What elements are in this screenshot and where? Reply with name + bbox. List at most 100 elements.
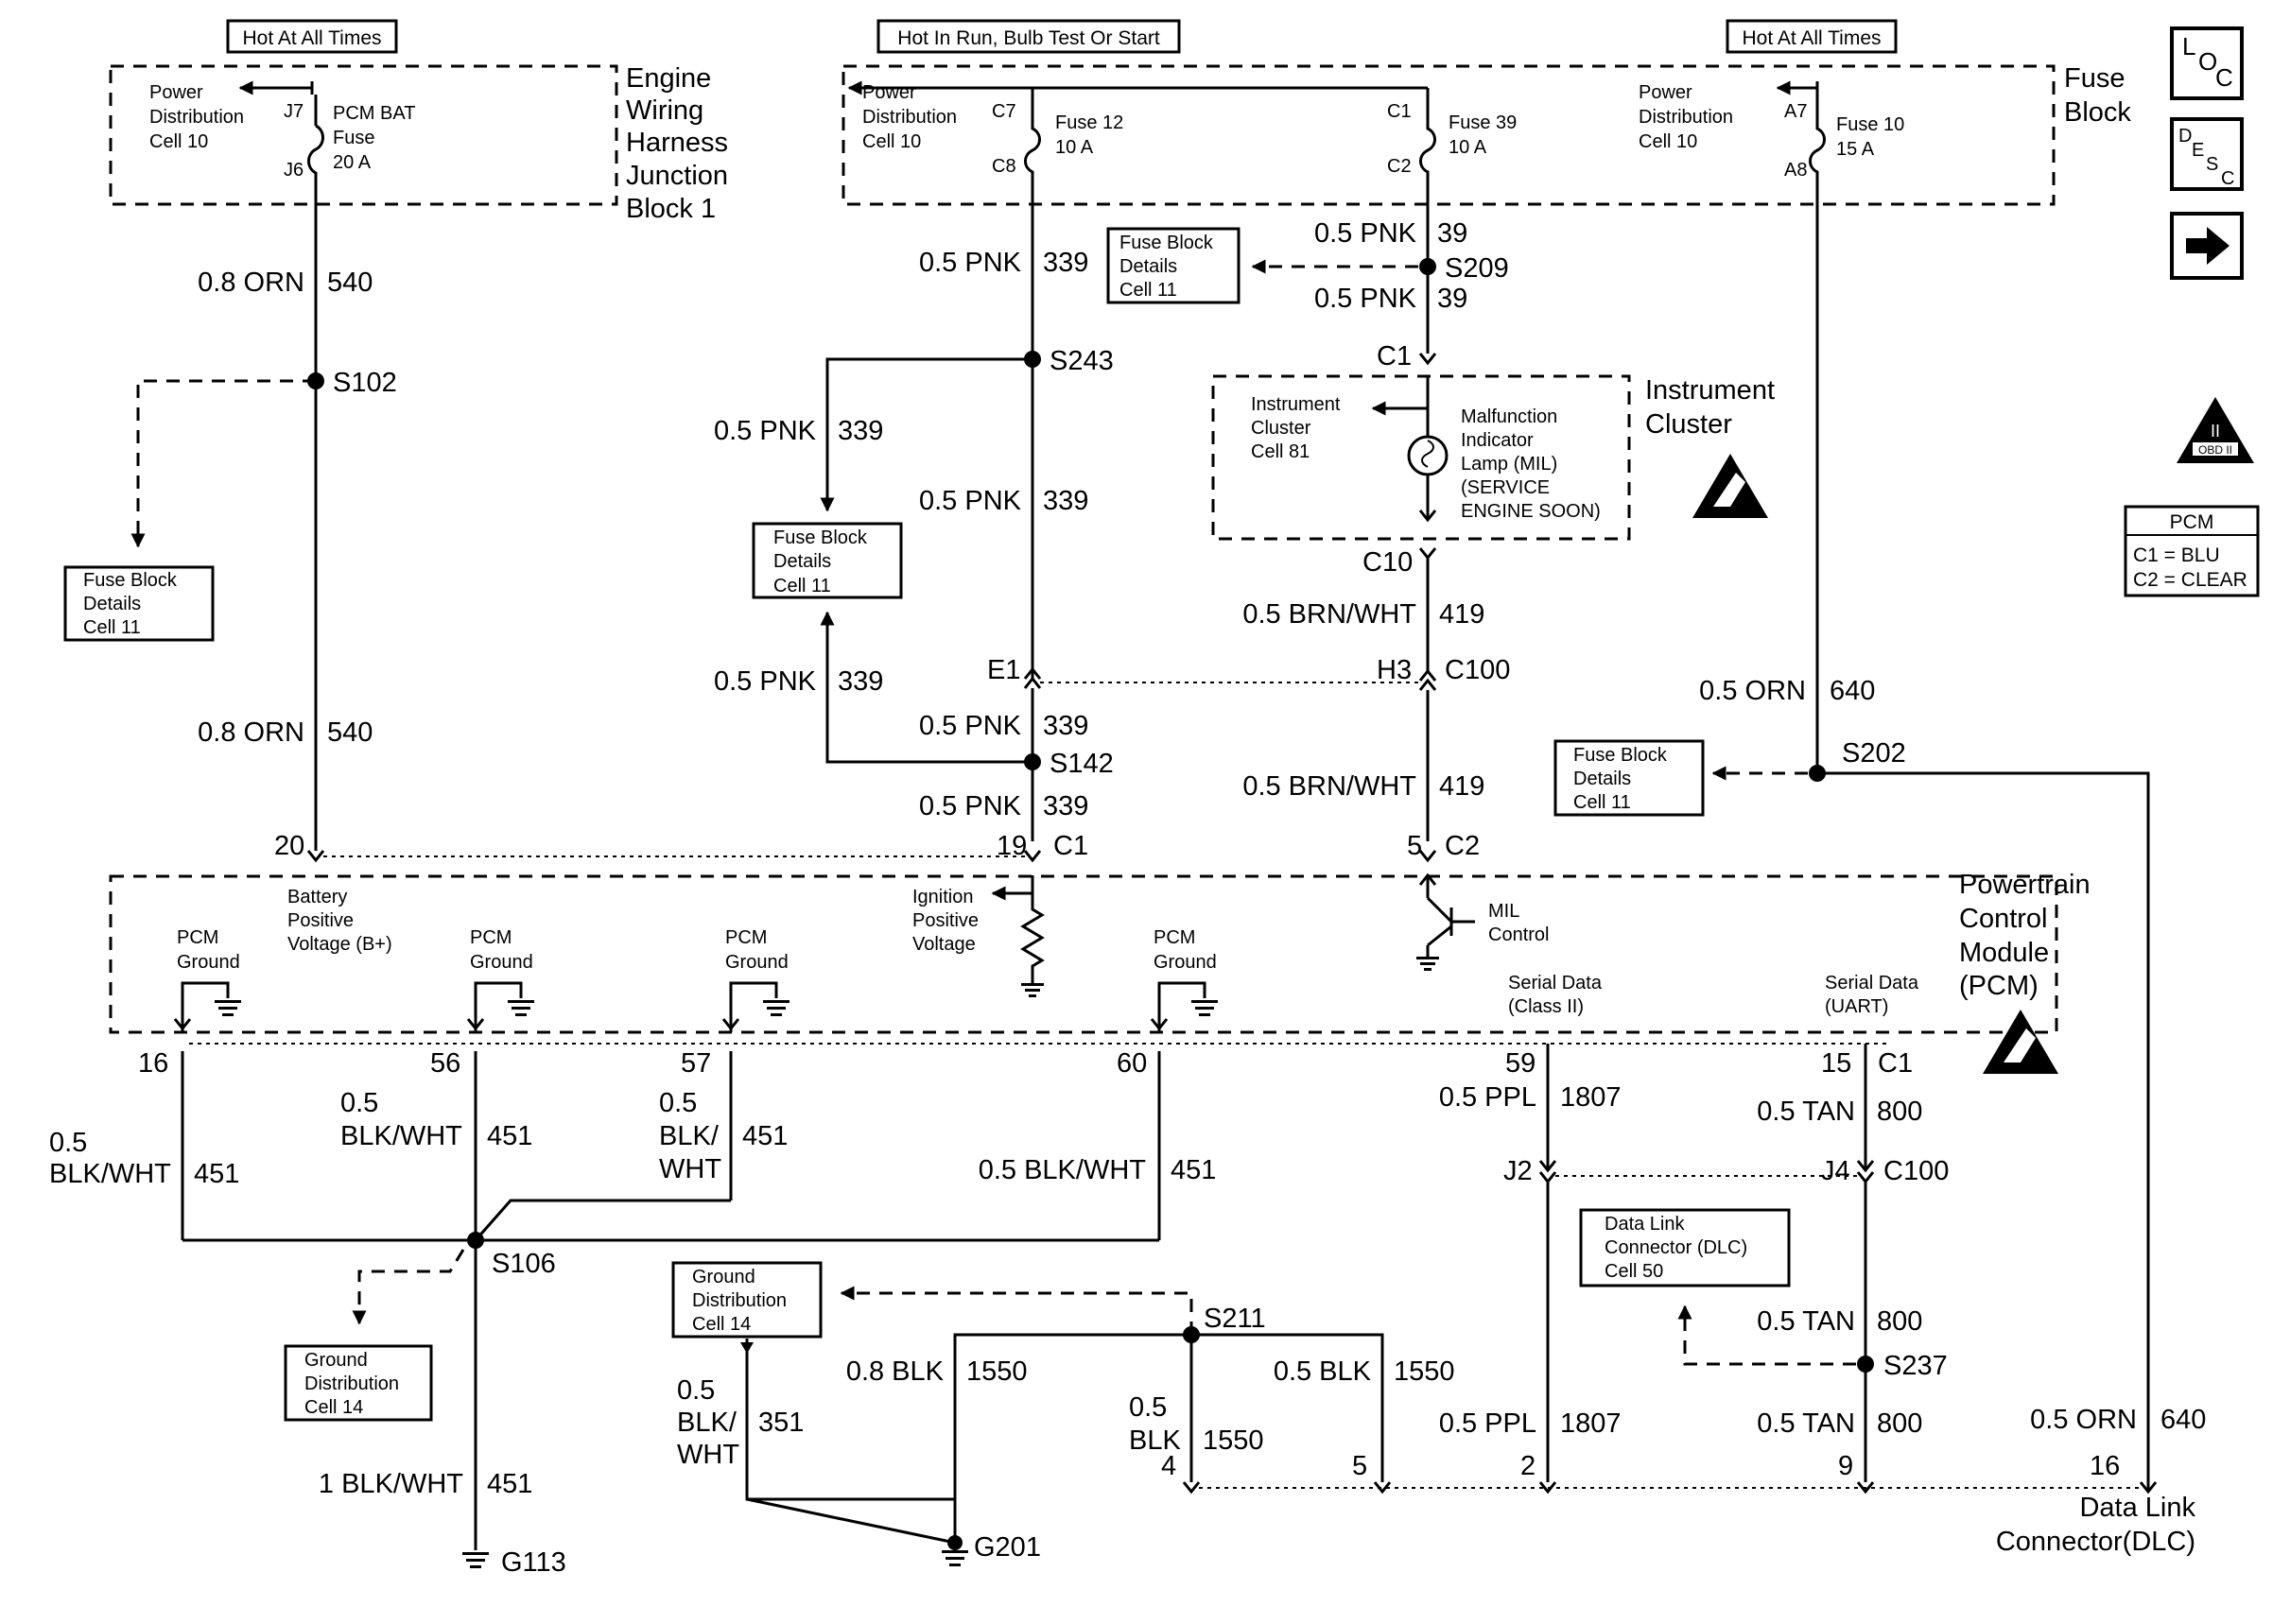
svg-text:Fuse Block: Fuse Block bbox=[1573, 745, 1668, 766]
svg-text:A7: A7 bbox=[1784, 101, 1807, 122]
svg-text:339: 339 bbox=[1043, 711, 1088, 741]
svg-text:Cell 10: Cell 10 bbox=[1639, 131, 1697, 152]
svg-text:0.5 PNK: 0.5 PNK bbox=[1314, 218, 1417, 249]
fuse-block-details-ref-right[interactable]: Fuse Block Details Cell 11 bbox=[1553, 739, 1705, 817]
wire-339-c-label: 0.5 PNK 339 bbox=[919, 486, 1088, 516]
svg-text:15 A: 15 A bbox=[1836, 139, 1875, 160]
svg-text:339: 339 bbox=[838, 666, 883, 697]
wire-451-g113-label: 1 BLK/WHT 451 bbox=[319, 1469, 532, 1499]
svg-text:Hot At All Times: Hot At All Times bbox=[242, 27, 381, 49]
dlc-cell-50-ref[interactable]: Data Link Connector (DLC) Cell 50 bbox=[1579, 1208, 1791, 1287]
loc-button[interactable]: L O C bbox=[2170, 26, 2244, 100]
wire-339-a-label: 0.5 PNK 339 bbox=[919, 248, 1088, 278]
svg-text:0.5 BLK/WHT: 0.5 BLK/WHT bbox=[979, 1155, 1147, 1185]
svg-text:0.5 PNK: 0.5 PNK bbox=[919, 248, 1022, 278]
svg-text:5: 5 bbox=[1352, 1451, 1367, 1481]
svg-text:WHT: WHT bbox=[677, 1440, 739, 1470]
svg-text:Connector(DLC): Connector(DLC) bbox=[1996, 1527, 2195, 1557]
desc-button[interactable]: D E S C bbox=[2170, 117, 2244, 191]
connector-j4: J4 bbox=[1821, 1156, 1850, 1186]
pcm-pin-20: 20 bbox=[274, 831, 304, 861]
svg-text:S243: S243 bbox=[1050, 346, 1114, 376]
svg-text:Ground: Ground bbox=[304, 1350, 368, 1371]
svg-text:Fuse Block: Fuse Block bbox=[1119, 233, 1214, 253]
svg-text:PCM BAT: PCM BAT bbox=[333, 103, 415, 124]
svg-text:Positive: Positive bbox=[287, 910, 354, 931]
svg-text:0.5: 0.5 bbox=[49, 1128, 87, 1158]
svg-text:BLK: BLK bbox=[1129, 1425, 1181, 1456]
svg-text:0.5 PNK: 0.5 PNK bbox=[919, 711, 1022, 741]
svg-text:Ground: Ground bbox=[177, 952, 240, 973]
svg-text:419: 419 bbox=[1439, 771, 1484, 802]
wire-339-b-label: 0.5 PNK 339 bbox=[714, 416, 883, 446]
svg-text:Voltage (B+): Voltage (B+) bbox=[287, 934, 392, 955]
svg-text:39: 39 bbox=[1437, 284, 1467, 314]
svg-text:Cluster: Cluster bbox=[1645, 409, 1732, 440]
instrument-cluster-cell-ref[interactable]: Instrument Cluster Cell 81 bbox=[1251, 394, 1341, 462]
pcm-outline bbox=[109, 874, 2058, 1034]
wire-1550-c-label: 0.5 BLK 1550 bbox=[1129, 1392, 1264, 1456]
wire-339-e-label: 0.5 PNK 339 bbox=[919, 711, 1088, 741]
svg-text:Ground: Ground bbox=[725, 952, 789, 973]
svg-text:4: 4 bbox=[1161, 1451, 1176, 1481]
wire-451-pin57-label: 0.5 BLK/ WHT 451 bbox=[659, 1088, 788, 1184]
header-hot-at-all-times-right: Hot At All Times bbox=[1726, 19, 1898, 54]
fuse-block-details-ref-top[interactable]: Fuse Block Details Cell 11 bbox=[1106, 227, 1241, 304]
fuse-block-name: Fuse Block bbox=[2064, 63, 2131, 128]
ground-distribution-ref-left[interactable]: Ground Distribution Cell 14 bbox=[284, 1344, 433, 1422]
wire-800-c-label: 0.5 TAN 800 bbox=[1757, 1408, 1922, 1439]
svg-text:Indicator: Indicator bbox=[1461, 430, 1534, 451]
svg-text:0.5 TAN: 0.5 TAN bbox=[1757, 1408, 1855, 1439]
ground-distribution-ref-center[interactable]: Ground Distribution Cell 14 bbox=[671, 1261, 823, 1339]
svg-text:S209: S209 bbox=[1445, 253, 1509, 284]
svg-text:0.8 BLK: 0.8 BLK bbox=[846, 1356, 945, 1387]
svg-text:Fuse Block: Fuse Block bbox=[773, 527, 868, 548]
svg-text:0.5 PNK: 0.5 PNK bbox=[919, 486, 1022, 516]
svg-text:0.5 PPL: 0.5 PPL bbox=[1439, 1082, 1536, 1113]
next-page-button[interactable] bbox=[2170, 212, 2244, 280]
ground-g113: G113 bbox=[462, 1547, 566, 1578]
fuse-block-details-ref-left[interactable]: Fuse Block Details Cell 11 bbox=[63, 565, 215, 642]
svg-text:C: C bbox=[2221, 168, 2234, 189]
pcm-pin-19: 19 bbox=[997, 831, 1027, 861]
svg-text:S102: S102 bbox=[333, 368, 397, 398]
obd-ii-icon: OBD II II bbox=[2177, 397, 2254, 463]
svg-text:Details: Details bbox=[83, 594, 141, 614]
svg-text:(PCM): (PCM) bbox=[1959, 971, 2039, 1001]
wire-540-bottom-label: 0.8 ORN 540 bbox=[198, 717, 373, 748]
svg-text:Power: Power bbox=[862, 82, 916, 103]
svg-text:Positive: Positive bbox=[912, 910, 979, 931]
pcm-mil-control: MIL Control bbox=[1416, 872, 1549, 971]
svg-text:PCM: PCM bbox=[177, 927, 218, 948]
svg-text:15: 15 bbox=[1821, 1048, 1851, 1079]
svg-text:339: 339 bbox=[1043, 791, 1088, 821]
svg-text:Cell 11: Cell 11 bbox=[1573, 792, 1631, 813]
fuse-block-power-distribution-right[interactable]: Power Distribution Cell 10 bbox=[1639, 82, 1733, 152]
svg-text:1550: 1550 bbox=[966, 1356, 1028, 1387]
svg-text:16: 16 bbox=[138, 1048, 168, 1079]
connector-j2: J2 bbox=[1503, 1156, 1533, 1186]
svg-text:E: E bbox=[2192, 140, 2204, 161]
fuse-10: A7 Fuse 10 15 A A8 bbox=[1776, 80, 1904, 204]
svg-text:(SERVICE: (SERVICE bbox=[1461, 477, 1550, 498]
svg-text:0.5: 0.5 bbox=[1129, 1392, 1167, 1423]
splice-s209 bbox=[1419, 258, 1436, 275]
splice-s142 bbox=[1024, 753, 1041, 770]
svg-text:Connector (DLC): Connector (DLC) bbox=[1605, 1237, 1747, 1258]
svg-text:Instrument: Instrument bbox=[1251, 394, 1341, 415]
pcm-name: Powertrain Control Module (PCM) bbox=[1959, 870, 2091, 1001]
svg-text:Data Link: Data Link bbox=[1605, 1214, 1685, 1235]
svg-text:Ground: Ground bbox=[470, 952, 533, 973]
fuse-block-details-ref-center[interactable]: Fuse Block Details Cell 11 bbox=[752, 522, 903, 599]
svg-text:(UART): (UART) bbox=[1825, 996, 1888, 1017]
fuse-block-power-distribution-left[interactable]: Power Distribution Cell 10 bbox=[862, 82, 957, 152]
svg-text:2: 2 bbox=[1520, 1451, 1536, 1481]
engine-power-distribution-ref[interactable]: Power Distribution Cell 10 bbox=[149, 82, 244, 152]
svg-text:60: 60 bbox=[1117, 1048, 1147, 1079]
svg-text:S237: S237 bbox=[1883, 1351, 1948, 1381]
header-hot-at-all-times-left: Hot At All Times bbox=[226, 19, 398, 54]
svg-text:1550: 1550 bbox=[1203, 1425, 1264, 1456]
wire-1550-b-label: 0.5 BLK 1550 bbox=[1274, 1356, 1455, 1387]
engine-junction-block-outline bbox=[109, 64, 618, 206]
